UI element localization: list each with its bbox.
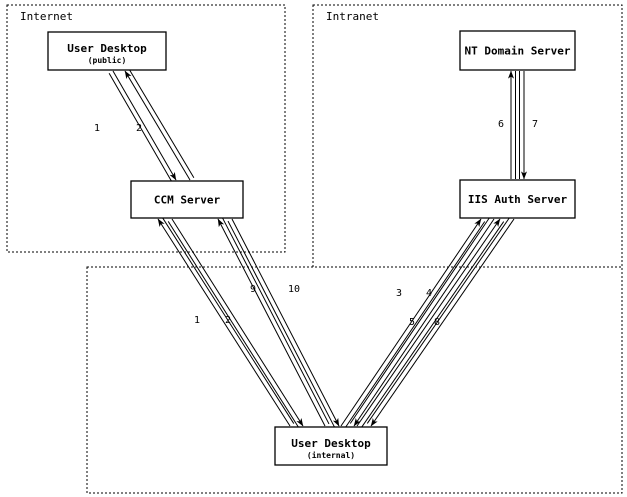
node-subtitle-user-desktop-internal: (internal) (307, 450, 355, 460)
flow-line-e3 (340, 218, 482, 427)
flow-arrow-e2 (124, 68, 195, 181)
node-box-ccm-server[interactable] (130, 180, 244, 219)
flow-line-shadow-e10 (227, 220, 336, 429)
flow-label-e1b: 1 (194, 315, 200, 326)
node-subtitle-user-desktop-public: (public) (88, 55, 127, 65)
node-box-iis-auth-server[interactable] (459, 179, 576, 219)
flow-arrow-e1b (157, 216, 295, 427)
node-box-user-desktop-internal[interactable] (274, 426, 388, 466)
flow-line-e8 (370, 218, 515, 427)
flow-label-e1: 1 (94, 123, 100, 134)
flow-line-e1 (112, 70, 177, 181)
flow-label-e4: 4 (426, 288, 432, 299)
flow-label-e5: 5 (409, 317, 415, 328)
node-title-ccm-server: CCM Server (154, 194, 221, 207)
flow-labels: 1 2 6 7 1 2 9 10 3 4 5 8 (94, 119, 538, 328)
zone-label-internet: Internet (20, 10, 73, 23)
flow-line-shadow-e8 (366, 216, 511, 424)
flow-line-shadow-e9 (221, 216, 330, 425)
flow-line-e2b (171, 218, 304, 427)
flow-line-shadow-e4 (349, 216, 491, 424)
flow-line-shadow-e2 (128, 68, 195, 178)
flow-line-e5 (356, 218, 501, 427)
node-title-user-desktop-internal: User Desktop (291, 437, 371, 450)
zone-boundaries: Internet Intranet (6, 4, 623, 494)
flow-label-e7: 7 (532, 119, 538, 130)
flow-label-e3: 3 (396, 288, 402, 299)
flow-line-shadow-e1b (161, 216, 295, 424)
zone-internal (86, 266, 623, 494)
flow-arrow-e5 (356, 218, 505, 429)
flow-label-e8: 8 (434, 317, 440, 328)
node-user-desktop-internal[interactable]: User Desktop(internal) (274, 426, 388, 466)
zone-label-intranet: Intranet (326, 10, 379, 23)
node-iis-auth-server[interactable]: IIS Auth Server (459, 179, 576, 219)
flow-line-e2 (124, 70, 191, 181)
flow-arrow-e6 (508, 70, 516, 179)
node-title-nt-domain-server: NT Domain Server (465, 45, 571, 58)
flow-arrow-e9 (217, 216, 330, 427)
zone-border-internal (86, 266, 623, 494)
flow-arrow-e3 (340, 218, 486, 429)
node-user-desktop-public[interactable]: User Desktop(public) (47, 31, 167, 71)
flow-arrow-e7 (519, 71, 527, 180)
node-ccm-server[interactable]: CCM Server (130, 180, 244, 219)
flow-label-e6: 6 (498, 119, 504, 130)
flow-arrow-e10 (227, 218, 340, 429)
flow-line-e4 (353, 218, 495, 427)
flow-arrow-e8 (366, 216, 515, 427)
flow-arrows (108, 68, 527, 429)
flow-arrow-e1 (108, 70, 177, 183)
flow-line-shadow-e1 (108, 73, 173, 183)
flow-arrow-e2b (167, 218, 304, 429)
flow-arrow-e4 (349, 216, 495, 427)
flow-label-e2: 2 (136, 123, 142, 134)
flow-line-shadow-e3 (344, 221, 486, 429)
node-box-user-desktop-public[interactable] (47, 31, 167, 71)
node-title-iis-auth-server: IIS Auth Server (468, 193, 568, 206)
node-title-user-desktop-public: User Desktop (67, 42, 147, 55)
flow-label-e10: 10 (288, 284, 300, 295)
node-nt-domain-server[interactable]: NT Domain Server (459, 30, 576, 71)
flow-line-shadow-e5 (360, 221, 505, 429)
zone-border-internet (6, 4, 286, 253)
flow-line-e10 (231, 218, 340, 427)
flow-line-e9 (217, 218, 326, 427)
flow-line-e1b (157, 218, 291, 427)
flow-line-shadow-e2b (167, 221, 300, 429)
flow-label-e9: 9 (250, 284, 256, 295)
zone-internet: Internet (6, 4, 286, 253)
flow-label-e2b: 2 (225, 315, 231, 326)
node-box-nt-domain-server[interactable] (459, 30, 576, 71)
